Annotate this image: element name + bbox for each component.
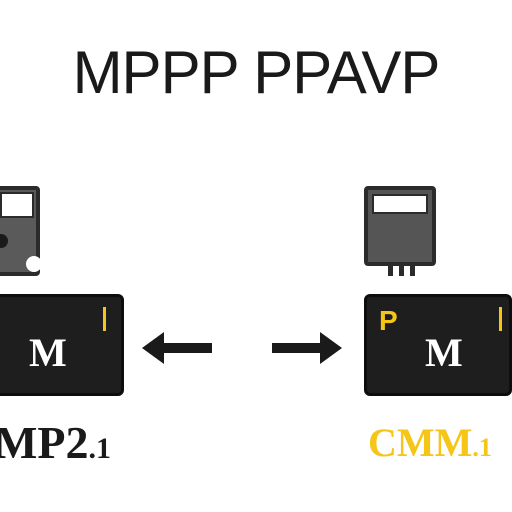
right-device-top <box>364 186 436 266</box>
left-device-notch <box>26 256 42 272</box>
right-label-suffix: .1 <box>472 433 492 462</box>
right-label: CMM.1 <box>368 418 492 473</box>
left-label: MP2.1 <box>0 418 111 474</box>
diagram-title: MPPP PPAVP <box>72 39 441 106</box>
right-card: P M <box>364 294 512 396</box>
arrow-right-icon <box>272 332 342 364</box>
right-device-pin <box>388 262 393 276</box>
right-card-corner-letter: P <box>379 305 398 336</box>
left-device-top <box>0 186 42 276</box>
left-device-dot <box>0 234 8 248</box>
left-card-letter: M <box>29 330 67 375</box>
right-device-screen <box>372 194 428 214</box>
left-label-main: MP2 <box>0 417 89 468</box>
left-card: M <box>0 294 124 396</box>
right-card-corner-mark <box>499 307 502 331</box>
left-label-suffix: .1 <box>88 432 112 465</box>
right-device-pin <box>410 262 415 276</box>
left-device-screen <box>0 192 34 218</box>
right-card-letter: M <box>425 330 463 375</box>
right-label-main: CMM <box>368 420 473 465</box>
left-card-corner-mark <box>103 307 106 331</box>
arrow-left-icon <box>142 332 212 364</box>
right-device-pin <box>399 262 404 276</box>
